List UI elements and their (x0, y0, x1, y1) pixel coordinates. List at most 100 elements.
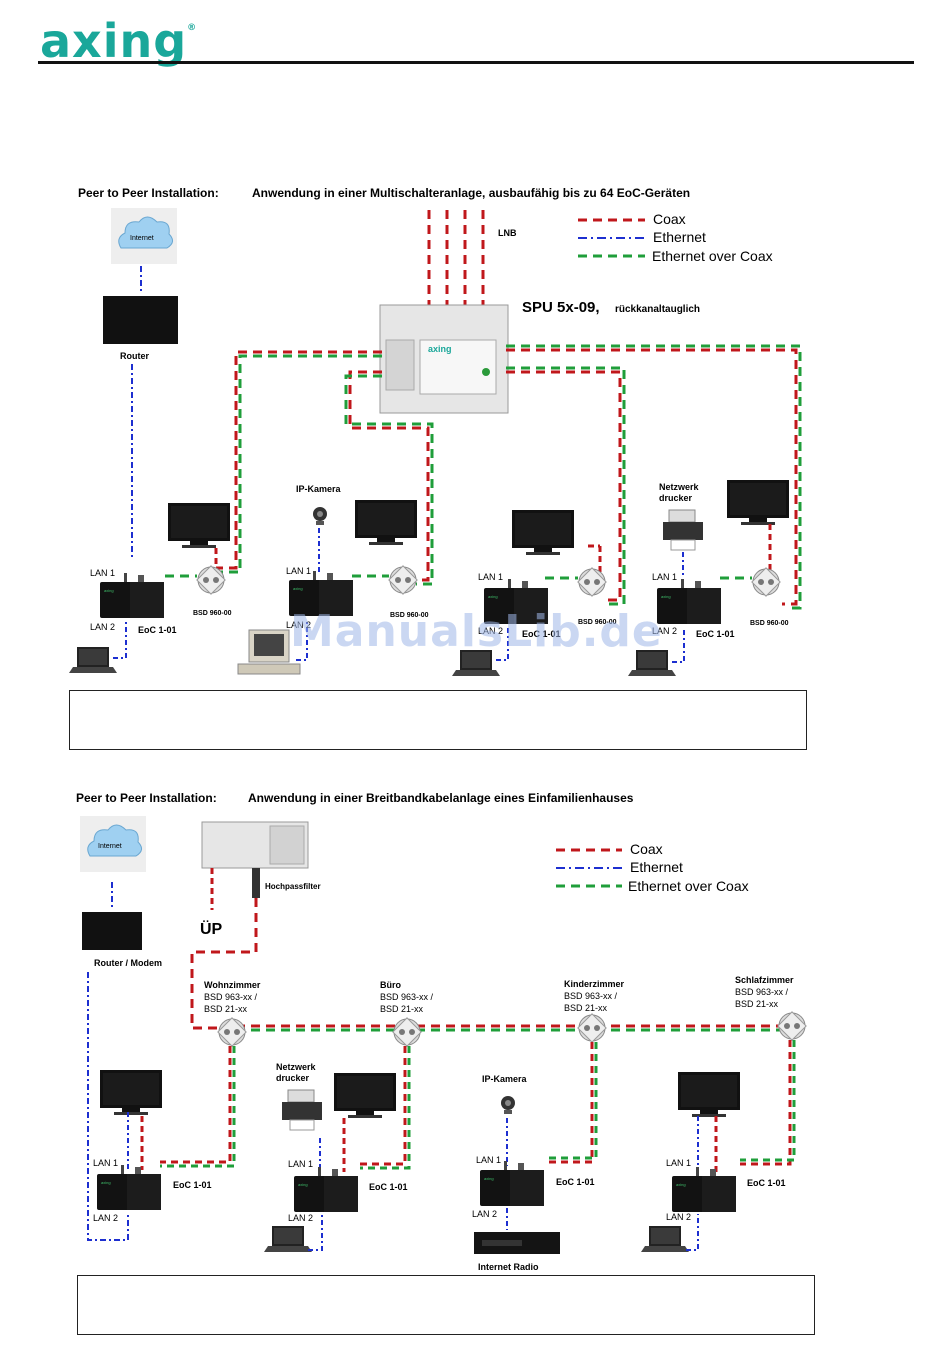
svg-text:LAN 1: LAN 1 (288, 1159, 313, 1169)
svg-text:LAN 2: LAN 2 (666, 1212, 691, 1222)
svg-text:BSD 963-xx /: BSD 963-xx / (380, 992, 434, 1002)
d1-printer-label-2: drucker (659, 493, 693, 503)
d2-legend-coax: Coax (630, 841, 663, 857)
d2-tv-2-icon (334, 1073, 396, 1118)
d1-socket-2-icon (388, 565, 418, 595)
d2-eoc-2-icon (294, 1167, 358, 1212)
d2-up-label: ÜP (200, 919, 223, 938)
svg-text:axing: axing (428, 344, 452, 354)
svg-text:LAN 2: LAN 2 (288, 1213, 313, 1223)
d1-tv-3-icon (512, 510, 574, 555)
d1-eoc-4-icon (657, 579, 721, 624)
d1-legend: Coax Ethernet Ethernet over Coax (578, 211, 773, 264)
d1-socket-4-icon (751, 567, 781, 597)
d2-trunk-line (236, 1024, 790, 1032)
d1-lan1-label-1: LAN 1 (90, 568, 115, 578)
svg-text:Netzwerk: Netzwerk (276, 1062, 317, 1072)
d1-tv-1-icon (168, 503, 230, 548)
d2-caption-box (77, 1275, 815, 1335)
svg-text:IP-Kamera: IP-Kamera (482, 1074, 528, 1084)
d1-lan1-label-3: LAN 1 (478, 572, 503, 582)
d1-eoc-label-3: EoC 1-01 (522, 629, 561, 639)
d1-unit-1: LAN 1 LAN 2 EoC 1-01 BSD 960-00 (69, 503, 232, 673)
d1-tv-2-icon (355, 500, 417, 545)
d2-radio-label: Internet Radio (478, 1262, 539, 1272)
svg-text:EoC 1-01: EoC 1-01 (747, 1178, 786, 1188)
watermark: ManualsLib.de (290, 606, 663, 657)
d2-room-schlaf: Schlafzimmer (735, 975, 794, 985)
d2-laptop-4-icon (641, 1226, 689, 1252)
d2-laptop-2-icon (264, 1226, 312, 1252)
d1-lan1-label-4: LAN 1 (652, 572, 677, 582)
d1-ipcam-label: IP-Kamera (296, 484, 342, 494)
d2-unit-kinder: IP-Kamera LAN 1 LAN 2 EoC 1-01 Internet … (472, 1074, 595, 1272)
d1-bsd-label-4: BSD 960-00 (750, 620, 789, 627)
d2-room-wohn: Wohnzimmer (204, 980, 261, 990)
d2-legend-ethernet: Ethernet (630, 859, 683, 875)
d2-title-prefix: Peer to Peer Installation: (76, 791, 217, 805)
svg-text:LAN 1: LAN 1 (93, 1158, 118, 1168)
d1-tv-4-icon (727, 480, 789, 525)
d2-hpf-label: Hochpassfilter (265, 882, 321, 891)
d1-eoc-label-1: EoC 1-01 (138, 625, 177, 635)
svg-text:BSD 21-xx: BSD 21-xx (735, 999, 779, 1009)
svg-text:LAN 1: LAN 1 (476, 1155, 501, 1165)
d1-bsd-label-2: BSD 960-00 (390, 612, 429, 619)
d1-spu-name: SPU 5x-09, (522, 299, 600, 316)
d1-printer-label-1: Netzwerk (659, 482, 700, 492)
d1-internet-label: Internet (130, 235, 154, 242)
d2-socket-kinder-icon (577, 1013, 607, 1043)
svg-text:BSD 963-xx /: BSD 963-xx / (204, 992, 258, 1002)
d1-printer-icon (662, 509, 704, 551)
axing-logo: axing® (40, 14, 198, 68)
d2-room-kinder: Kinderzimmer (564, 979, 625, 989)
d2-legend: Coax Ethernet Ethernet over Coax (556, 841, 749, 894)
d2-ip-camera-icon (501, 1096, 515, 1114)
d1-socket-3-icon (577, 567, 607, 597)
d2-title: Anwendung in einer Breitbandkabelanlage … (248, 791, 634, 805)
svg-text:EoC 1-01: EoC 1-01 (556, 1177, 595, 1187)
d1-caption-box (69, 690, 807, 750)
svg-text:BSD 21-xx: BSD 21-xx (380, 1004, 424, 1014)
d1-socket-1-icon (196, 565, 226, 595)
d1-bsd-label-3: BSD 960-00 (578, 619, 617, 626)
d2-tv-1-icon (100, 1070, 162, 1115)
d1-spu-multiswitch: axing (379, 304, 509, 414)
d2-amplifier-icon (201, 821, 309, 898)
svg-text:EoC 1-01: EoC 1-01 (369, 1182, 408, 1192)
d2-unit-schlaf: LAN 1 LAN 2 EoC 1-01 (641, 1072, 786, 1252)
d2-unit-buero: Netzwerk drucker LAN 1 LAN 2 EoC 1-01 (264, 1062, 408, 1252)
svg-text:LAN 2: LAN 2 (472, 1209, 497, 1219)
d2-router-icon (82, 912, 142, 950)
d1-laptop-1-icon (69, 647, 117, 673)
d2-eoc-1-icon (97, 1165, 161, 1210)
header-rule (38, 61, 914, 64)
svg-text:BSD 963-xx /: BSD 963-xx / (564, 991, 618, 1001)
d1-lnb-lines (427, 210, 485, 305)
d1-unit-2: IP-Kamera LAN 1 LAN 2 BSD 960-00 (237, 484, 429, 675)
d1-eoc-1-icon (100, 573, 164, 618)
d2-internet-label: Internet (98, 843, 122, 850)
d2-unit-wohn: LAN 1 LAN 2 EoC 1-01 (93, 1070, 212, 1223)
d1-lan1-label-2: LAN 1 (286, 566, 311, 576)
d1-unit-3: LAN 1 LAN 2 EoC 1-01 BSD 960-00 (452, 510, 617, 676)
d1-router-icon (103, 296, 178, 344)
svg-text:BSD 21-xx: BSD 21-xx (204, 1004, 248, 1014)
d2-eoc-4-icon (672, 1167, 736, 1212)
svg-text:LAN 2: LAN 2 (93, 1213, 118, 1223)
svg-text:EoC 1-01: EoC 1-01 (173, 1180, 212, 1190)
d1-router-label: Router (120, 351, 149, 361)
d1-lan2-label-3: LAN 2 (478, 626, 503, 636)
svg-text:drucker: drucker (276, 1073, 310, 1083)
d2-eoc-3-icon (480, 1161, 544, 1206)
d1-spu-suffix: rückkanaltauglich (615, 304, 700, 315)
svg-text:LAN 1: LAN 1 (666, 1158, 691, 1168)
d1-ip-camera-icon (313, 507, 327, 525)
d2-room-buero: Büro (380, 980, 401, 990)
d1-eoc-label-4: EoC 1-01 (696, 629, 735, 639)
d2-router-label: Router / Modem (94, 958, 162, 968)
d1-unit-4: Netzwerk drucker LAN 1 LAN 2 EoC 1-01 BS… (628, 480, 789, 676)
d2-tv-4-icon (678, 1072, 740, 1117)
